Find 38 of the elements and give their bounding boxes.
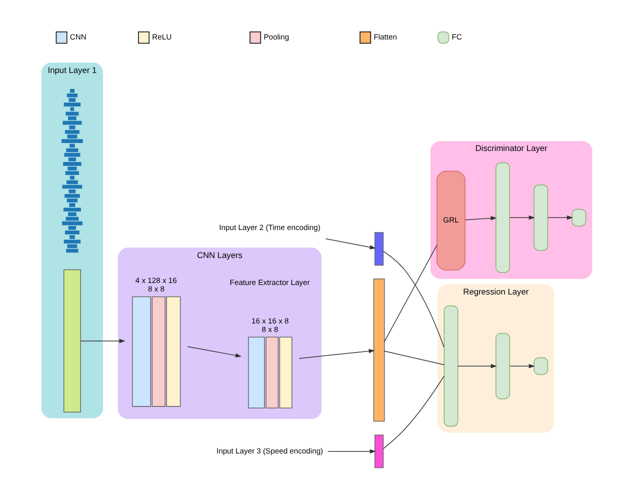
node-text: Input Layer 2 (Time encoding) (219, 223, 320, 232)
legend-label: FC (452, 32, 462, 42)
node-label: 16 x 16 x 8 (252, 316, 289, 326)
node-bar (444, 306, 458, 427)
node-label: 4 x 128 x 16 (135, 276, 177, 286)
cluster: Regression Layer (438, 284, 554, 433)
node-text: Input Layer 3 (Speed encoding) (216, 446, 324, 456)
node-bar (374, 434, 384, 468)
connector (384, 244, 438, 342)
connector (384, 350, 445, 366)
legend-label: ReLU (152, 32, 172, 42)
arrow (298, 348, 375, 359)
arrow (187, 346, 242, 358)
node-box: GRL (436, 170, 466, 271)
node-bar (534, 184, 548, 251)
connector (382, 250, 444, 348)
legend-label: Flatten (374, 32, 397, 42)
node-bar (496, 162, 510, 273)
arrow (510, 215, 535, 220)
node-label: 8 x 8 (262, 324, 278, 334)
legend-label: Pooling (264, 32, 290, 42)
arrow (510, 364, 535, 368)
node-bar (496, 332, 510, 400)
cluster: Input Layer 1 (41, 62, 104, 418)
legend-label: CNN (70, 32, 86, 42)
arrow (464, 216, 497, 220)
connector (383, 376, 444, 449)
node-bar (534, 357, 548, 375)
node-bar (572, 208, 586, 226)
arrow (548, 215, 573, 220)
arrow (325, 238, 376, 250)
node-label: 8 x 8 (148, 284, 164, 294)
node-bar (373, 278, 385, 422)
node-bar (374, 232, 384, 266)
node-bar (63, 269, 81, 413)
arrow (80, 338, 126, 344)
arrow (458, 364, 497, 368)
arrow (328, 449, 376, 454)
